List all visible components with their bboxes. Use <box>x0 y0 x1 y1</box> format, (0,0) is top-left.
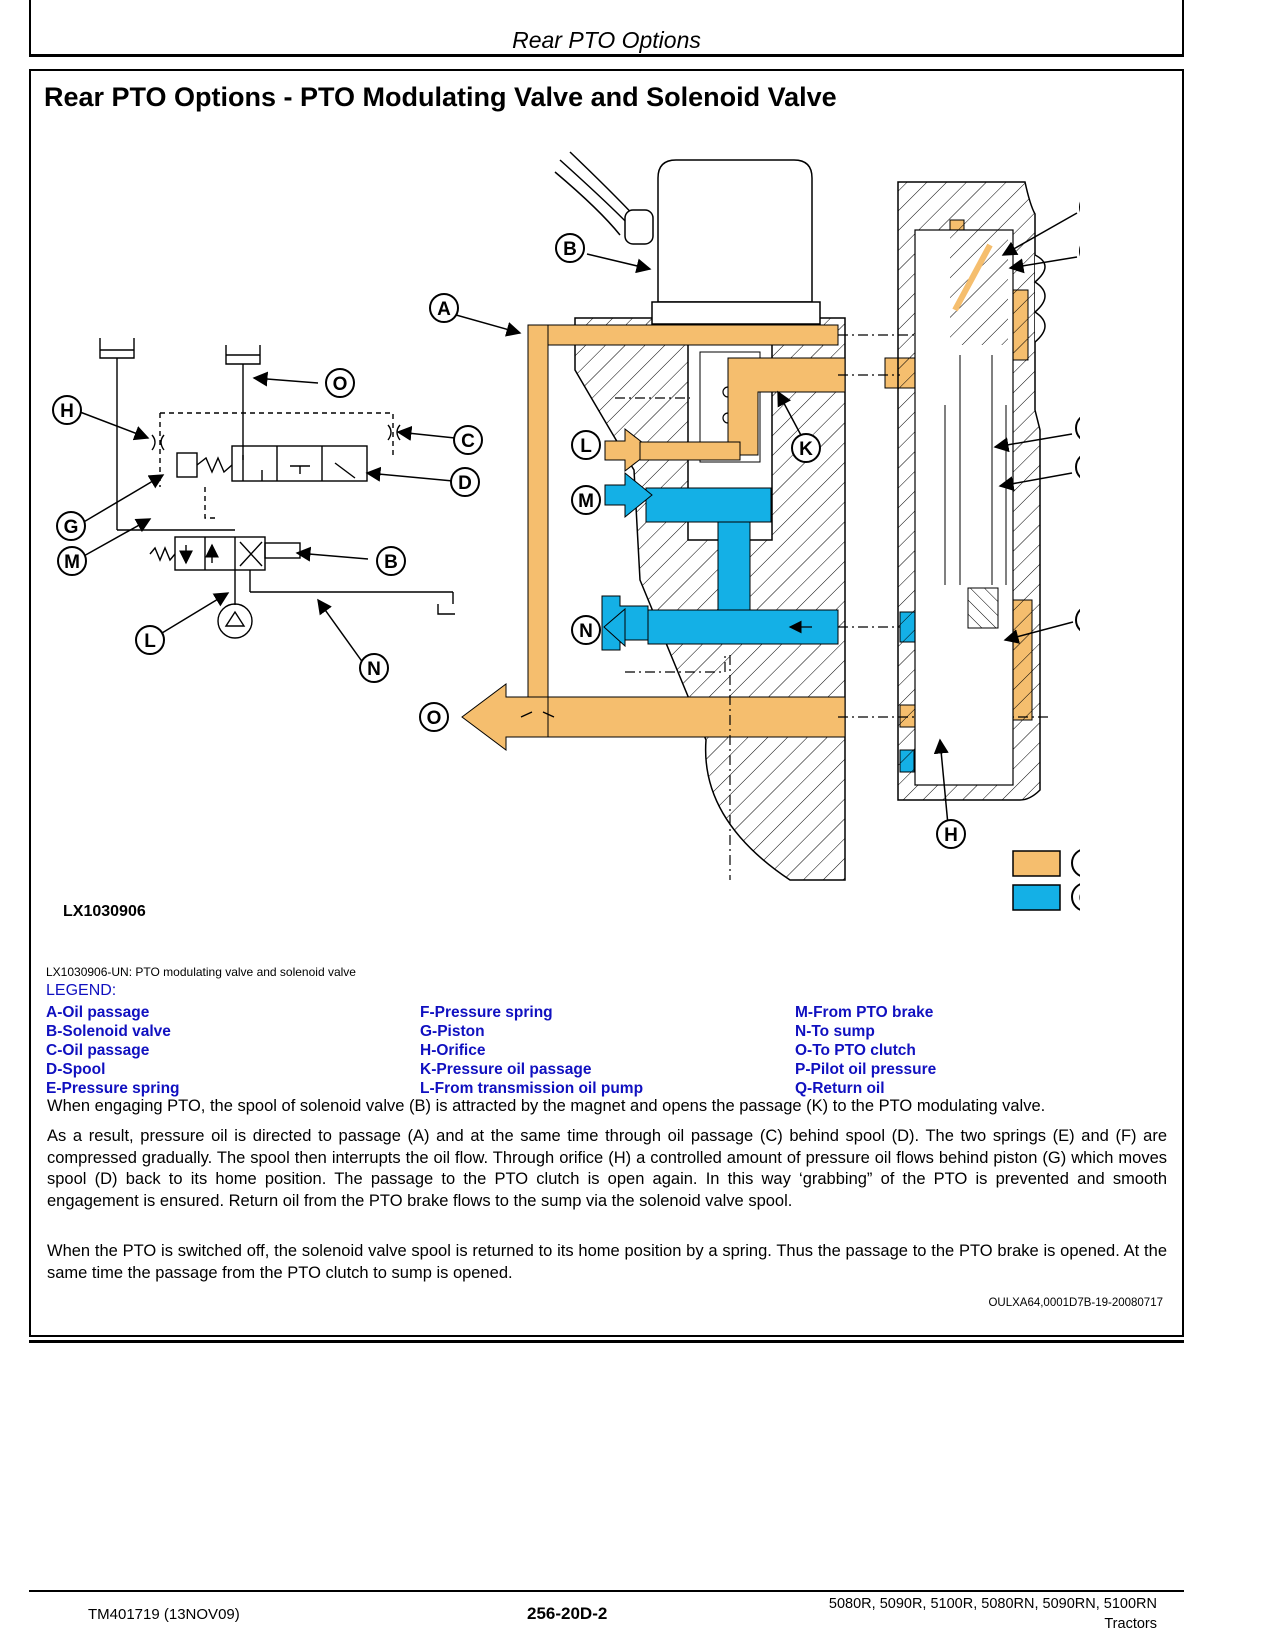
legend-item: Q-Return oil <box>795 1080 885 1097</box>
hydraulic-schematic <box>99 338 455 639</box>
callout-label: B <box>563 239 577 260</box>
callout-K-mid <box>791 433 821 463</box>
section-title: Rear PTO Options - PTO Modulating Valve … <box>44 82 837 112</box>
callout-label: M <box>64 552 80 573</box>
legend-item: K-Pressure oil passage <box>420 1061 592 1078</box>
callout-N-mid <box>571 615 601 645</box>
callout-label: C <box>461 431 475 452</box>
legend-item: P-Pilot oil pressure <box>795 1061 937 1078</box>
callout-D-left <box>450 467 480 497</box>
footer-rule <box>29 1590 1184 1592</box>
callouts <box>52 201 1080 911</box>
callout-label: A <box>437 299 451 320</box>
reference-code: OULXA64,0001D7B-19-20080717 <box>988 1297 1163 1309</box>
callout-M-mid <box>571 485 601 515</box>
content-box <box>29 69 1184 1337</box>
callout-label: H <box>60 401 74 422</box>
footer-product-type: Tractors <box>1104 1616 1157 1632</box>
legend-item: L-From transmission oil pump <box>420 1080 644 1097</box>
legend-item: H-Orifice <box>420 1042 486 1059</box>
callout-P-legend <box>1071 849 1080 877</box>
callout-A-mid <box>429 293 459 323</box>
legend-item: N-To sump <box>795 1023 875 1040</box>
paragraph-modulation: As a result, pressure oil is directed to… <box>47 1127 1167 1210</box>
callout-F-right <box>1075 455 1080 479</box>
callout-L-left <box>135 625 165 655</box>
callout-H-right <box>936 819 966 849</box>
valve-diagram: H C D O G M B L N B A L K M N O C D E F … <box>52 151 1080 911</box>
legend-item: O-To PTO clutch <box>795 1042 916 1059</box>
callout-label: D <box>458 473 472 494</box>
legend-item: D-Spool <box>46 1061 106 1078</box>
legend-item: F-Pressure spring <box>420 1004 553 1021</box>
callout-M-left <box>57 546 87 576</box>
callout-L-mid <box>571 430 601 460</box>
callout-B-mid <box>555 233 585 263</box>
legend-item: A-Oil passage <box>46 1004 150 1021</box>
content-box-rule <box>29 1340 1184 1343</box>
callout-label: L <box>144 631 156 652</box>
page-header: Rear PTO Options <box>512 27 701 53</box>
callout-E-right <box>1075 416 1080 440</box>
callout-label: G <box>64 517 79 538</box>
footer-doc-id: TM401719 (13NOV09) <box>88 1606 240 1623</box>
legend-title: LEGEND: <box>46 982 117 999</box>
legend-item: G-Piston <box>420 1023 485 1040</box>
callout-label: M <box>578 491 594 512</box>
header-frame <box>29 0 1184 57</box>
callout-B-left <box>376 546 406 576</box>
legend-item: M-From PTO brake <box>795 1004 934 1021</box>
legend-item: B-Solenoid valve <box>46 1023 171 1040</box>
callout-label: L <box>580 436 592 457</box>
callout-label: B <box>384 552 398 573</box>
callout-label: K <box>799 439 813 460</box>
figure-caption: LX1030906-UN: PTO modulating valve and s… <box>46 965 356 979</box>
callout-G-left <box>56 511 86 541</box>
legend-column-2: F-Pressure spring G-Piston H-Orifice K-P… <box>420 1003 643 1098</box>
legend-column-3: M-From PTO brake N-To sump O-To PTO clut… <box>795 1003 936 1098</box>
callout-label: Q <box>1079 888 1080 909</box>
callout-C-left <box>453 425 483 455</box>
callout-label: N <box>367 659 381 680</box>
footer-model-list: 5080R, 5090R, 5100R, 5080RN, 5090RN, 510… <box>828 1596 1157 1612</box>
callout-O-left <box>325 368 355 398</box>
callout-label: H <box>944 825 958 846</box>
figure-id: LX1030906 <box>63 903 146 920</box>
paragraph-engage: When engaging PTO, the spool of solenoid… <box>47 1097 1046 1115</box>
callout-label: N <box>579 621 593 642</box>
paragraph-switch-off: When the PTO is switched off, the soleno… <box>47 1242 1167 1282</box>
footer-models: 5080R, 5090R, 5100R, 5080RN, 5090RN, 510… <box>829 1594 1157 1634</box>
callout-N-left <box>359 653 389 683</box>
callout-O-mid <box>419 702 449 732</box>
solenoid-body <box>554 151 821 325</box>
footer-page-number: 256-20D-2 <box>527 1604 608 1623</box>
callout-G-right <box>1075 608 1080 632</box>
pilot-oil-swatch <box>1012 850 1061 877</box>
return-oil-swatch <box>1012 884 1061 911</box>
callout-label: O <box>333 374 348 395</box>
modulating-valve-body <box>897 181 1046 801</box>
legend-item: C-Oil passage <box>46 1042 150 1059</box>
callout-Q-legend <box>1071 883 1080 911</box>
legend-item: E-Pressure spring <box>46 1080 180 1097</box>
callout-H-left <box>52 395 82 425</box>
legend-column-1: A-Oil passage B-Solenoid valve C-Oil pas… <box>46 1003 180 1098</box>
callout-label: O <box>427 708 442 729</box>
